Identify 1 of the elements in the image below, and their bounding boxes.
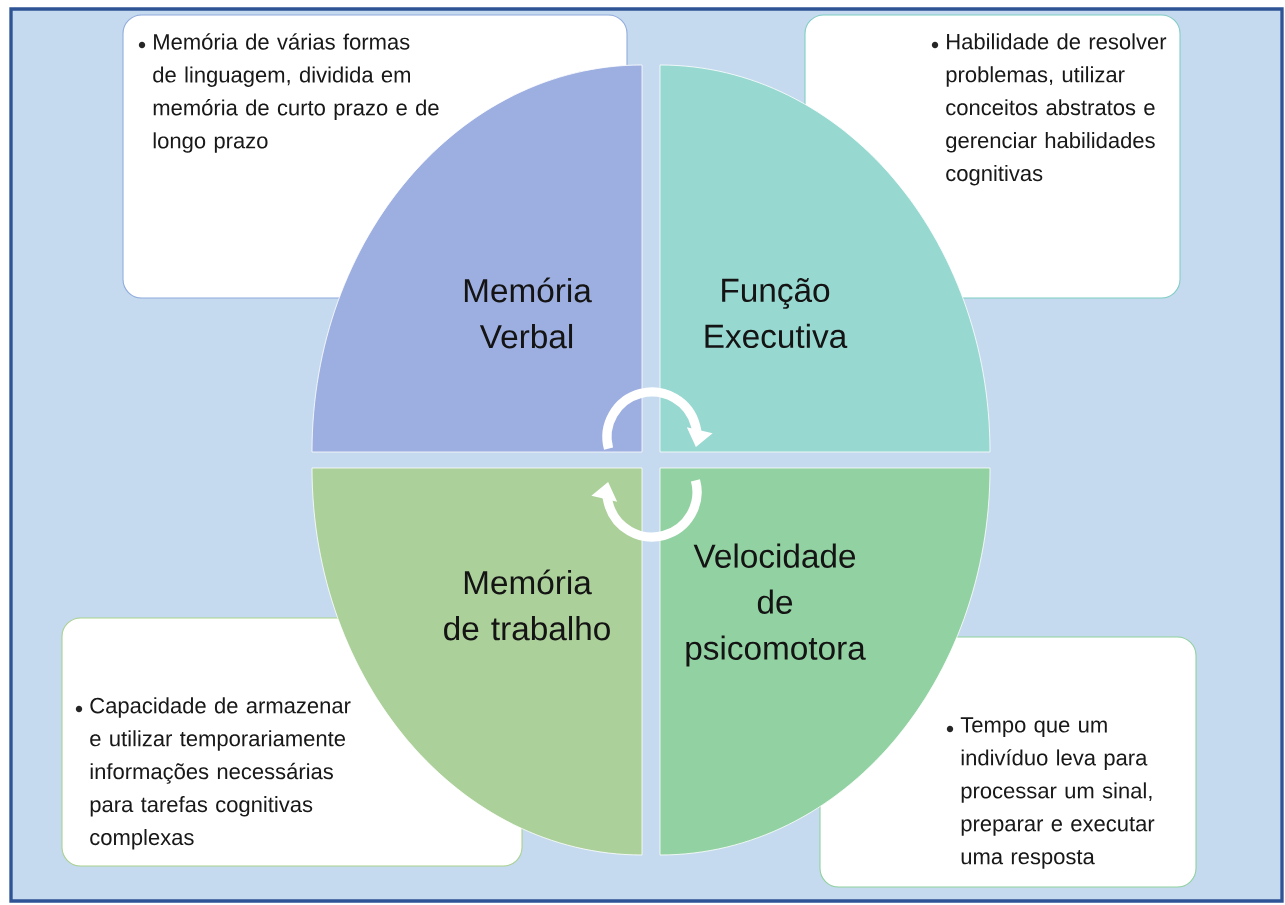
cycle-arrow [602,387,713,450]
